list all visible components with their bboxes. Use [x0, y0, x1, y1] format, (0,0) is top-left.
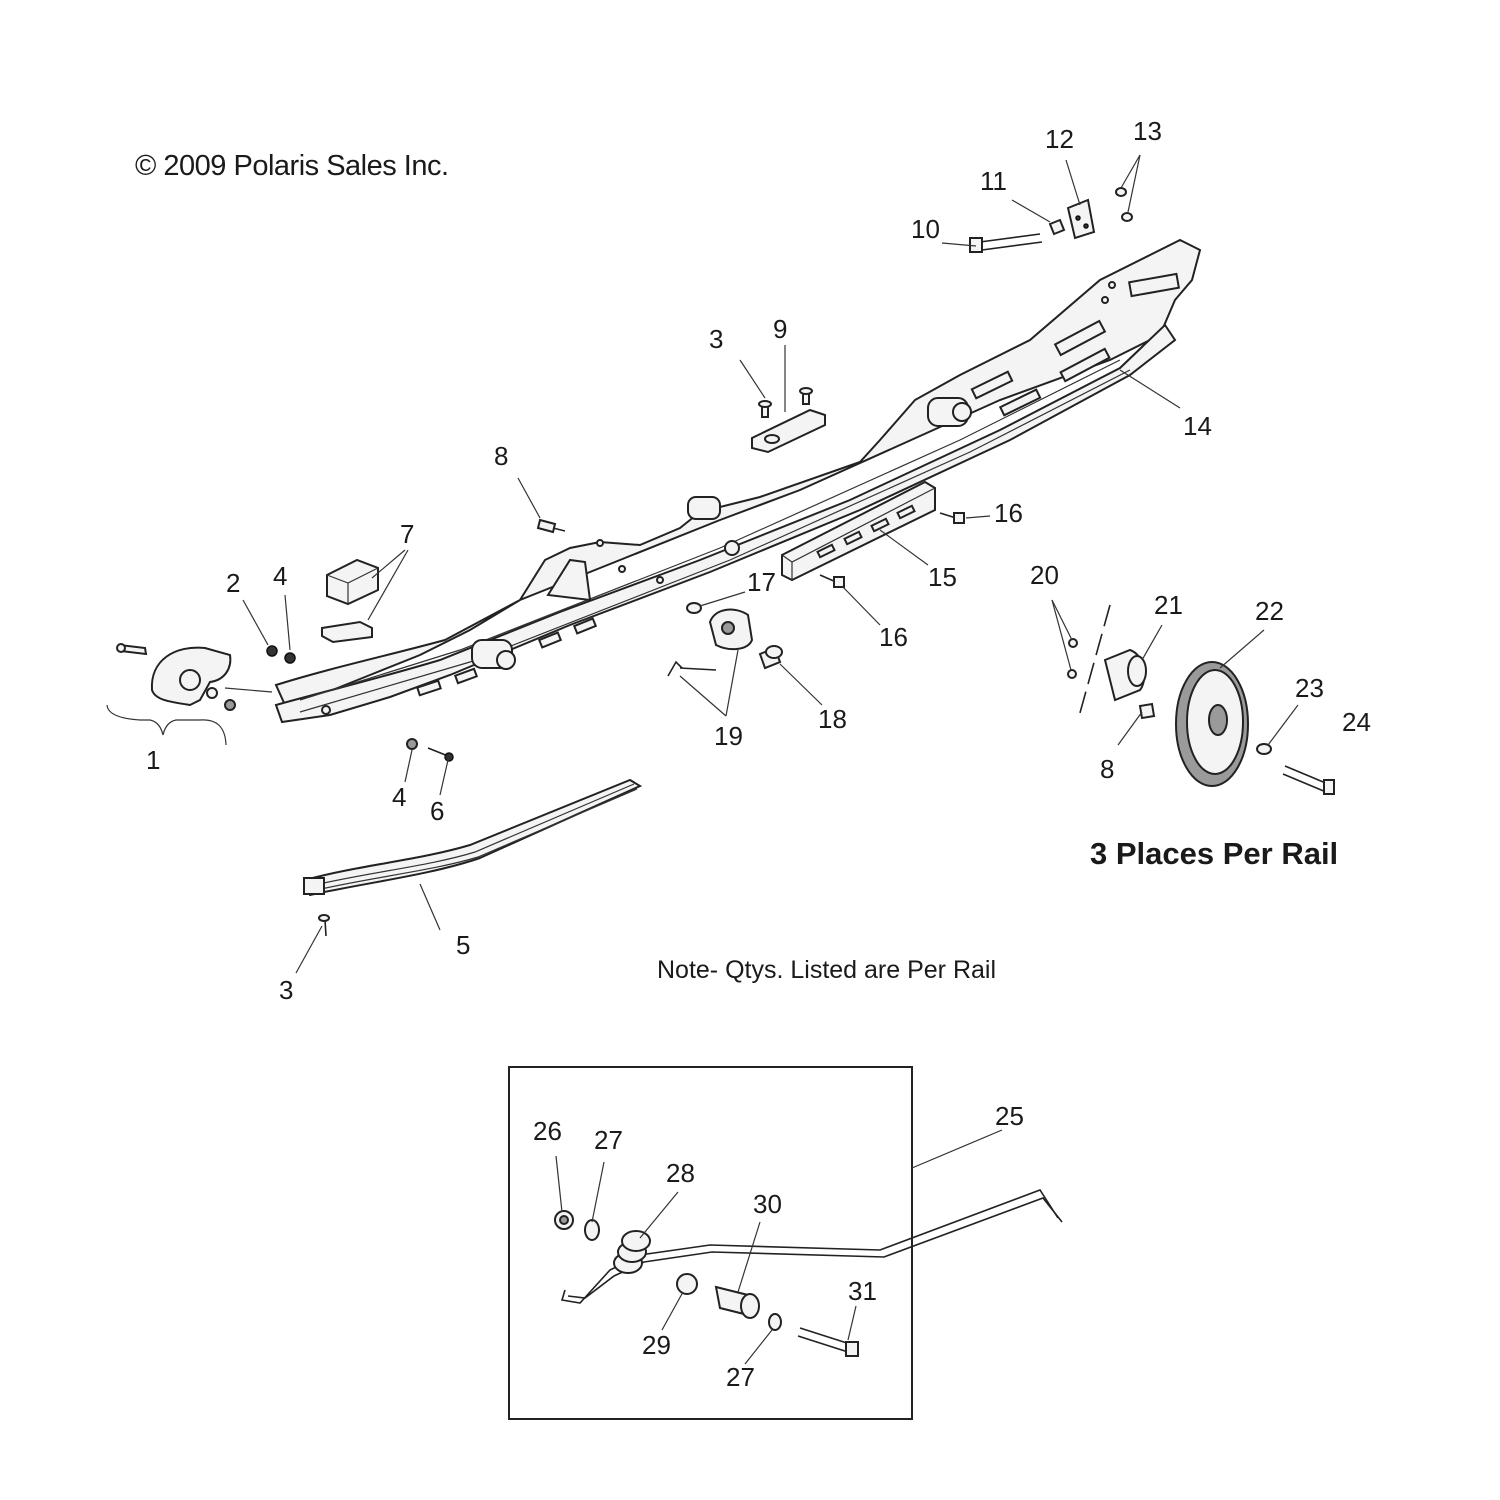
- callout-31: 31: [848, 1276, 877, 1306]
- callout-10: 10: [911, 214, 940, 244]
- bolt-8-rail: [536, 518, 566, 534]
- callout-18: 18: [818, 704, 847, 734]
- slide-block-15: [781, 480, 936, 582]
- callout-5: 5: [456, 930, 470, 960]
- callout-23: 23: [1295, 673, 1324, 703]
- callout-9: 9: [773, 314, 787, 344]
- callout-22: 22: [1255, 596, 1284, 626]
- callout-20: 20: [1030, 560, 1059, 590]
- callout-27-bottom: 27: [726, 1362, 755, 1392]
- nut-4-top: [284, 652, 296, 664]
- callout-28: 28: [666, 1158, 695, 1188]
- callout-8-wheel: 8: [1100, 754, 1114, 784]
- callout-21: 21: [1154, 590, 1183, 620]
- callout-14: 14: [1183, 411, 1212, 441]
- screw-6: [427, 747, 454, 762]
- callout-3-bottom: 3: [279, 975, 293, 1005]
- callout-13: 13: [1133, 116, 1162, 146]
- places-note: 3 Places Per Rail: [1090, 836, 1338, 871]
- callout-4-top: 4: [273, 561, 287, 591]
- spring-assembly: [554, 1189, 1063, 1357]
- callout-19: 19: [714, 721, 743, 751]
- callout-25: 25: [995, 1101, 1024, 1131]
- callout-16-upper: 16: [994, 498, 1023, 528]
- callout-labels: 1 2 3 3 4 4 5 6 7 8 8 9 10 11 12 13 14 1…: [146, 116, 1371, 1392]
- callout-16-lower: 16: [879, 622, 908, 652]
- callout-2: 2: [226, 568, 240, 598]
- top-hardware: [969, 187, 1133, 253]
- callout-30: 30: [753, 1189, 782, 1219]
- callout-29: 29: [642, 1330, 671, 1360]
- callout-3-bracket: 3: [709, 324, 723, 354]
- block-7: [321, 558, 379, 644]
- bolt-16-lower: [819, 574, 845, 588]
- callout-27-top: 27: [594, 1125, 623, 1155]
- callout-8-rail: 8: [494, 441, 508, 471]
- wheel-detail: [1067, 604, 1335, 795]
- callout-7: 7: [400, 519, 414, 549]
- rail-assembly: [274, 238, 1202, 724]
- bolt-16-upper: [939, 512, 965, 524]
- callout-1: 1: [146, 745, 160, 775]
- callout-12: 12: [1045, 124, 1074, 154]
- spring-inset-box: [508, 1066, 913, 1420]
- front-tip-assembly: [116, 643, 236, 711]
- bracket-9: [751, 387, 826, 454]
- callout-24: 24: [1342, 707, 1371, 737]
- copyright-text: © 2009 Polaris Sales Inc.: [135, 150, 449, 182]
- nut-2: [266, 645, 278, 657]
- wear-strip: [303, 778, 643, 897]
- cam-assembly: [667, 602, 783, 677]
- callout-26: 26: [533, 1116, 562, 1146]
- screw-3-bottom: [318, 914, 330, 937]
- nut-4-bottom: [406, 738, 418, 750]
- callout-4-bottom: 4: [392, 782, 406, 812]
- leader-lines: [106, 154, 1299, 1365]
- callout-17: 17: [747, 567, 776, 597]
- callout-11: 11: [980, 166, 1007, 196]
- quantity-note: Note- Qtys. Listed are Per Rail: [657, 956, 996, 984]
- callout-6: 6: [430, 796, 444, 826]
- callout-15: 15: [928, 562, 957, 592]
